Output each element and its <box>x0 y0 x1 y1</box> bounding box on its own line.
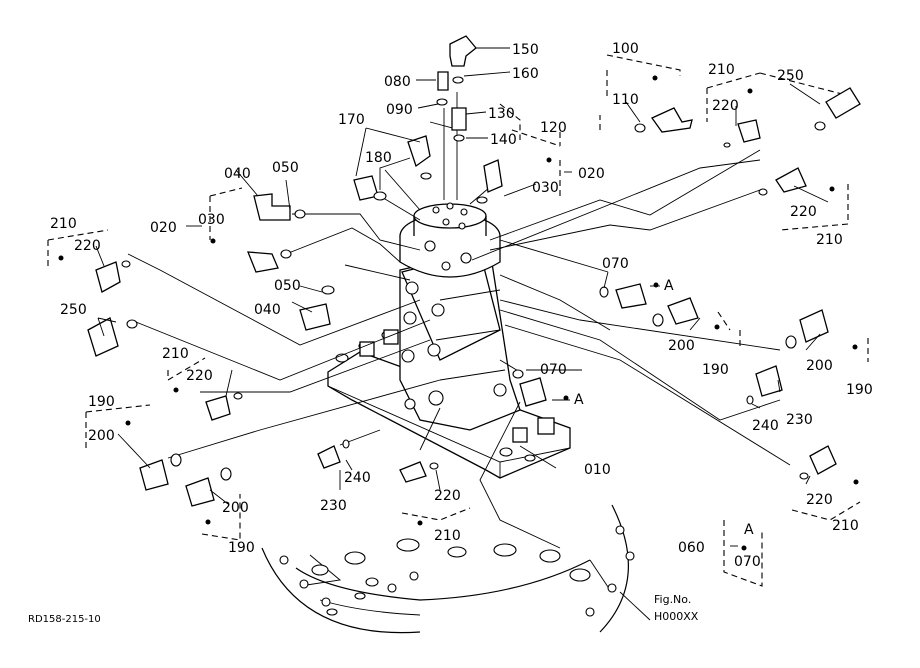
callout-190-lower: 190 <box>228 540 255 556</box>
leader-dots <box>58 75 859 551</box>
figure-notes: Fig.No. H000XX RD158-215-10 <box>28 593 699 625</box>
callout-250-top: 250 <box>777 68 804 84</box>
callout-100: 100 <box>612 41 639 57</box>
callout-020-right: 020 <box>578 166 605 182</box>
callout-240-lower: 240 <box>344 470 371 486</box>
callout-200-lower: 200 <box>222 500 249 516</box>
callout-200-right: 200 <box>806 358 833 374</box>
callout-190-left: 190 <box>88 394 115 410</box>
figure-no-value: H000XX <box>654 610 699 623</box>
callout-080: 080 <box>384 74 411 90</box>
callout-210-right: 210 <box>816 232 843 248</box>
callout-200-left: 200 <box>88 428 115 444</box>
callout-210-mid: 210 <box>162 346 189 362</box>
callout-labels: 150 160 080 090 130 140 120 170 180 020 … <box>50 41 873 570</box>
callout-140: 140 <box>490 132 517 148</box>
callout-070-lower: 070 <box>540 362 567 378</box>
callout-180: 180 <box>365 150 392 166</box>
callout-a-lower: A <box>574 392 584 408</box>
callout-020-left: 020 <box>150 220 177 236</box>
drawing-code: RD158-215-10 <box>28 614 101 625</box>
callout-220-mid: 220 <box>186 368 213 384</box>
callout-160: 160 <box>512 66 539 82</box>
callout-220-top: 220 <box>712 98 739 114</box>
callout-170: 170 <box>338 112 365 128</box>
callout-a-legend: A <box>744 522 754 538</box>
callout-010: 010 <box>584 462 611 478</box>
callout-190-right: 190 <box>846 382 873 398</box>
callout-120: 120 <box>540 120 567 136</box>
callout-210-lower: 210 <box>434 528 461 544</box>
callout-250-left: 250 <box>60 302 87 318</box>
callout-070-upper: 070 <box>602 256 629 272</box>
callout-040-lower: 040 <box>254 302 281 318</box>
callout-200-upper: 200 <box>668 338 695 354</box>
callout-150: 150 <box>512 42 539 58</box>
callout-220-right: 220 <box>790 204 817 220</box>
callout-240-right: 240 <box>752 418 779 434</box>
callout-050-lower: 050 <box>274 278 301 294</box>
callout-050-top: 050 <box>272 160 299 176</box>
base-ring <box>261 504 635 634</box>
callout-210-left: 210 <box>50 216 77 232</box>
callout-210-top: 210 <box>708 62 735 78</box>
swivel-joint-body <box>399 202 521 431</box>
figure-no-label: Fig.No. <box>654 593 691 606</box>
callout-leaders <box>95 47 829 547</box>
callout-220-lower: 220 <box>434 488 461 504</box>
callout-070-legend: 070 <box>734 554 761 570</box>
callout-210-lower-right: 210 <box>832 518 859 534</box>
callout-220-lower-right: 220 <box>806 492 833 508</box>
callout-230-lower: 230 <box>320 498 347 514</box>
callout-220-left: 220 <box>74 238 101 254</box>
callout-130: 130 <box>488 106 515 122</box>
callout-190-upper: 190 <box>702 362 729 378</box>
fittings <box>87 35 861 507</box>
callout-060: 060 <box>678 540 705 556</box>
callout-a-upper: A <box>664 278 674 294</box>
callout-030-right: 030 <box>532 180 559 196</box>
callout-230-right: 230 <box>786 412 813 428</box>
callout-110: 110 <box>612 92 639 108</box>
callout-090: 090 <box>386 102 413 118</box>
callout-030-left: 030 <box>198 212 225 228</box>
callout-040-top: 040 <box>224 166 251 182</box>
